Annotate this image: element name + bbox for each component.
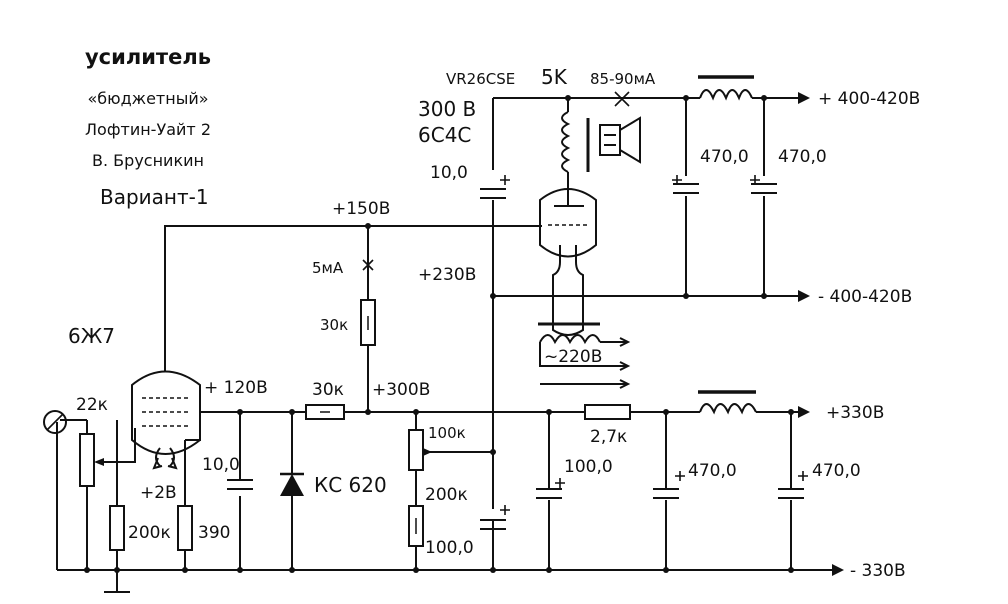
label-150v: +150В [332,199,390,219]
capacitor-470-hv2 [751,183,777,194]
label-300v: +300В [372,380,430,400]
resistor-390 [177,505,193,551]
label-120v: + 120В [204,378,268,398]
volume-wiper-arrow [94,458,104,466]
output-tube [539,188,597,258]
resistor-30k-divider [360,299,376,346]
title-author: В. Брусникин [92,151,204,170]
zener-diode [280,472,304,496]
label-hv-minus: - 400-420В [818,287,912,307]
input-jack-icon [43,410,67,434]
label-r-series: 30к [312,380,344,400]
label-transformer: VR26CSE [446,70,515,88]
terminal-arrows [798,92,844,576]
label-c-bottom: 100,0 [425,538,474,558]
resistor-200k-grid [109,505,125,551]
wire-ground [104,570,130,593]
label-output-tube: 6С4С [418,123,471,147]
label-current-output: 85-90мА [590,70,656,88]
label-heater: ~220В [544,347,602,367]
resistor-30k-series [305,404,345,420]
label-r-390: 390 [198,523,230,543]
heater-transformer [538,322,631,389]
junction-dots [84,95,794,573]
label-c-hv2: 470,0 [778,147,827,167]
resistor-22k-pot [79,433,95,487]
choke-mid [698,390,757,415]
label-zener: КС 620 [314,473,387,497]
label-330v-plus: +330В [826,403,884,423]
transformer-primary [561,111,590,173]
resistor-200k-divider [408,505,424,547]
label-r-27k: 2,7к [590,427,627,447]
label-r-200k-div: 200к [425,485,468,505]
label-current-divider: 5мА [312,259,344,277]
label-r-pot: 100к [428,424,466,442]
current-measure-marks [362,91,630,271]
label-r-divider: 30к [320,316,348,334]
capacitor-470-mid2 [653,488,679,499]
label-2v: +2В [140,483,177,503]
title-budget: «бюджетный» [87,89,208,108]
wire-driver-screen [185,402,201,441]
label-c-mid1: 100,0 [564,457,613,477]
capacitor-100-mid [536,488,562,499]
label-transformer-imp: 5K [541,65,568,89]
driver-tube [131,370,201,470]
label-330v-minus: - 330В [850,561,906,581]
wire-grid [97,428,136,463]
capacitor-470-hv1 [673,183,699,194]
label-driver-tube: 6Ж7 [68,324,115,348]
pot-wiper-arrow [423,448,432,456]
wire-150v [164,225,542,372]
resistor-27k [584,404,631,420]
title-amplifier: усилитель [85,45,211,69]
title-loftin-white: Лофтин-Уайт 2 [85,120,211,139]
cap-polarity-marks [500,175,808,515]
title-variant: Вариант-1 [100,185,209,209]
speaker-icon [599,116,641,164]
label-c-out: 10,0 [430,163,468,183]
label-output-voltage: 300 В [418,97,476,121]
label-c-driver: 10,0 [202,455,240,475]
label-230v: +230В [418,265,476,285]
label-c-mid3: 470,0 [812,461,861,481]
capacitor-470-mid3 [778,488,804,499]
label-r-22k: 22к [76,395,108,415]
label-c-mid2: 470,0 [688,461,737,481]
wire-filament [552,245,584,336]
resistor-100k-pot [408,429,424,471]
label-hv-plus: + 400-420В [818,89,920,109]
label-r-200k-grid: 200к [128,523,171,543]
label-c-hv1: 470,0 [700,147,749,167]
capacitor-10-driver [227,479,253,490]
choke-hv [698,75,754,101]
capacitor-10-out [480,188,506,199]
